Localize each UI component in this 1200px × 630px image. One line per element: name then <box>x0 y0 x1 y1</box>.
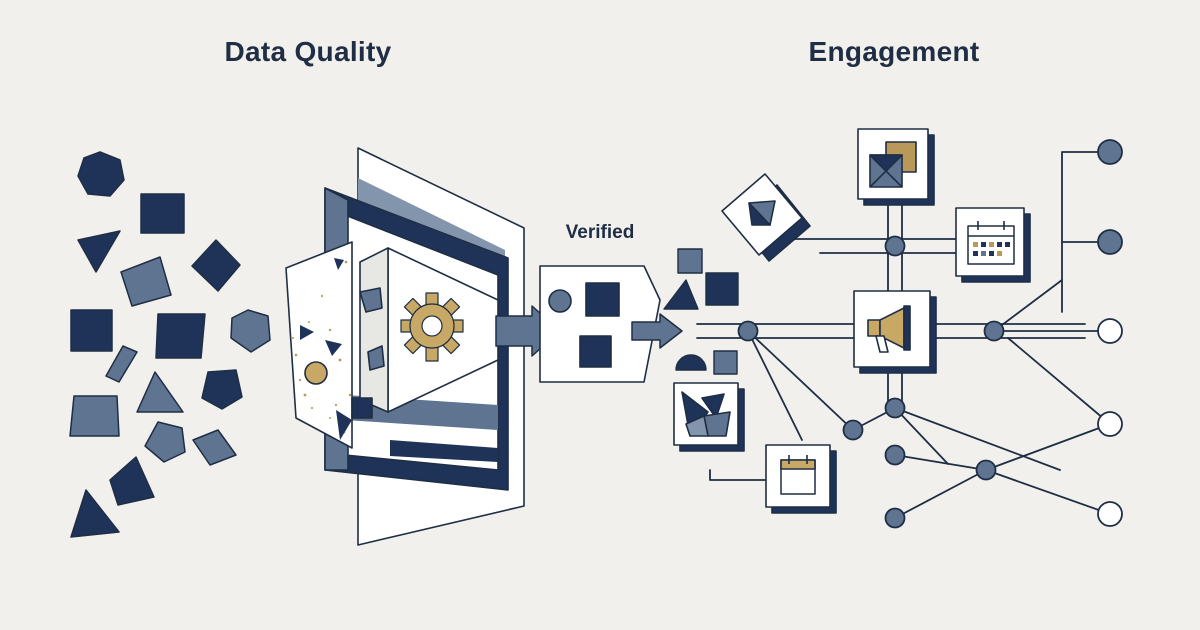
raw-shape <box>144 421 186 463</box>
raw-shape <box>155 313 206 359</box>
speckle-fragment <box>325 340 342 356</box>
raw-shape <box>140 193 185 234</box>
raw-shape <box>69 395 120 437</box>
processor-panel-front-shade <box>359 247 389 413</box>
title-engagement: Engagement <box>808 36 980 67</box>
network-node <box>842 419 864 441</box>
incoming-shape <box>677 248 703 274</box>
gear-icon <box>400 292 464 362</box>
raw-shape <box>77 151 125 197</box>
network-node-empty <box>1097 318 1123 344</box>
incoming-shape <box>675 354 707 371</box>
raw-shape <box>192 429 237 466</box>
media-tile-top <box>857 128 935 206</box>
processor-fragment <box>367 345 385 371</box>
network-node <box>983 320 1005 342</box>
speckle-gold-disc <box>304 361 328 385</box>
media-tile-bottom <box>673 382 745 452</box>
raw-shape <box>136 371 184 413</box>
network-nodes <box>737 139 1123 529</box>
network-node-empty <box>1097 411 1123 437</box>
network-node <box>737 320 759 342</box>
processor-layer-mid-stripe <box>390 440 498 462</box>
media-tile-left <box>721 173 811 262</box>
speckle-fragment <box>300 325 314 340</box>
processor-sheet-speckled <box>285 241 353 449</box>
processor-fragment <box>359 287 383 313</box>
raw-shape <box>120 256 172 307</box>
quality-processor <box>285 147 525 546</box>
network-node <box>884 444 906 466</box>
calendar-grid-icon <box>967 221 1015 265</box>
speckle-dots <box>292 260 362 434</box>
network-node <box>1097 139 1123 165</box>
folded-triangle-icon <box>748 200 776 226</box>
raw-shape <box>109 456 155 506</box>
raw-shape <box>70 489 120 538</box>
speckle-fragment <box>334 258 344 270</box>
schedule-tile-top <box>955 207 1031 283</box>
calendar-icon <box>780 455 816 495</box>
raw-shape <box>230 309 271 353</box>
network-node <box>884 507 906 529</box>
megaphone-icon <box>867 305 911 353</box>
raw-data-shapes <box>69 151 271 538</box>
schedule-tile-bottom <box>765 444 837 514</box>
raw-shape <box>105 345 138 383</box>
verified-box <box>539 265 661 383</box>
verified-label: Verified <box>565 222 635 243</box>
speckle-fragment <box>336 410 352 440</box>
title-data-quality: Data Quality <box>224 36 392 67</box>
raw-shape <box>77 230 121 273</box>
arrow-to-engagement <box>631 313 683 349</box>
hub-tile <box>853 290 937 374</box>
puzzle-shapes-icon <box>681 391 731 437</box>
incoming-shape <box>713 350 738 375</box>
network-node <box>884 397 906 419</box>
verified-shape <box>579 335 612 368</box>
split-square-icon <box>869 141 917 188</box>
raw-shape <box>191 239 241 292</box>
network-node <box>975 459 997 481</box>
verified-shape <box>548 289 572 313</box>
network-node-empty <box>1097 501 1123 527</box>
raw-shape <box>70 309 113 352</box>
incoming-shape <box>705 272 739 306</box>
verified-shape <box>585 282 620 317</box>
processor-fragment <box>351 397 373 419</box>
network-node <box>1097 229 1123 255</box>
incoming-shape <box>663 279 699 310</box>
raw-shape <box>201 369 243 410</box>
network-node <box>884 235 906 257</box>
incoming-shapes <box>663 248 739 375</box>
